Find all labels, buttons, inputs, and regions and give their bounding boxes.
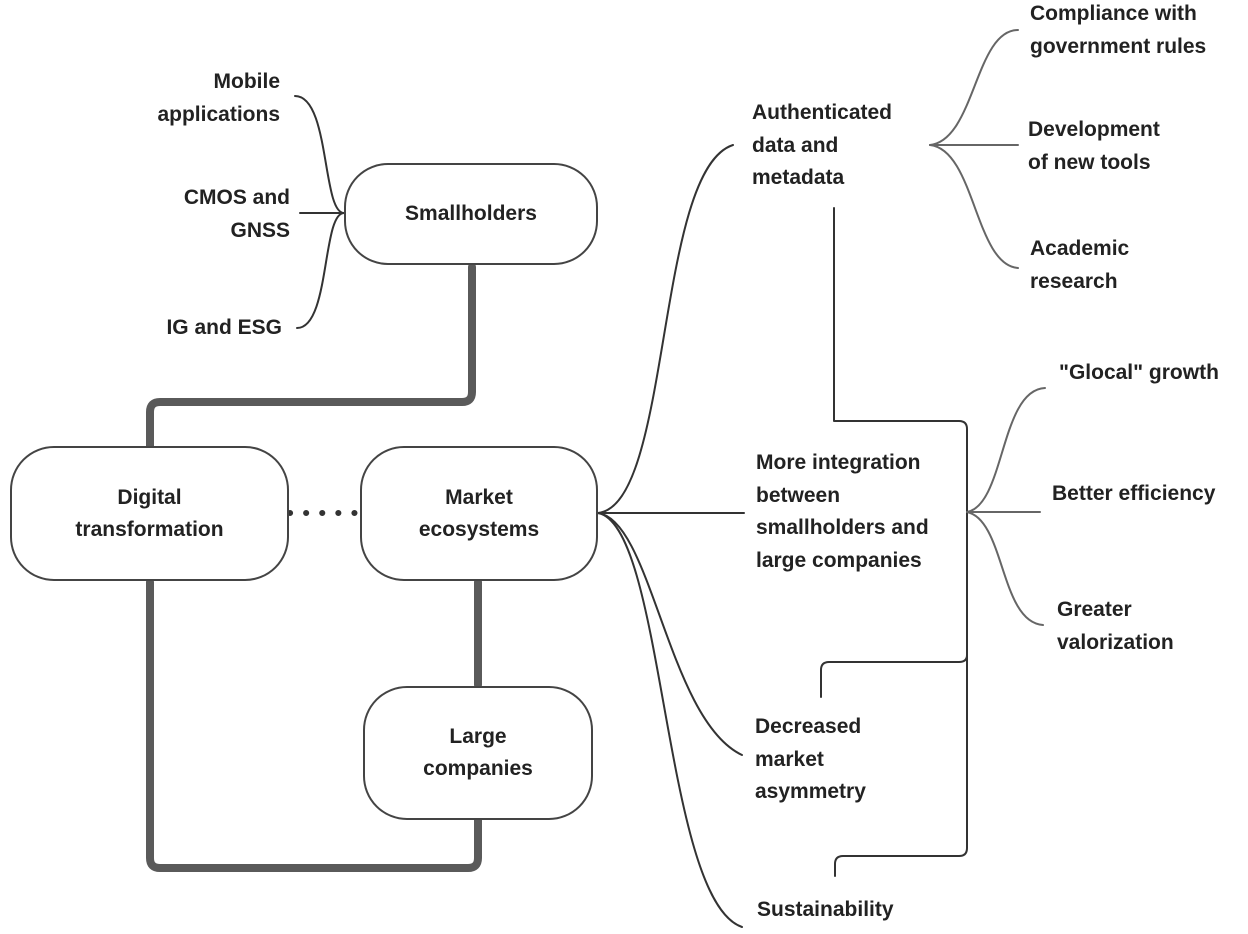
node-smallholders: Smallholders [344,163,598,265]
label-mobile-applications: Mobile applications [157,70,280,126]
connector-sustainability [597,512,743,928]
connector-digital-large [146,578,482,872]
label-glocal-growth: "Glocal" growth [1059,361,1219,384]
label-better-efficiency: Better efficiency [1052,482,1216,505]
connector-mobile-apps [294,95,345,214]
bracket-asymmetry-link [820,654,968,698]
connector-smallholders-digital [146,263,476,450]
bracket-benefits [833,207,968,877]
label-decreased-asymmetry: Decreased market asymmetry [755,715,866,803]
connector-compliance [929,29,1019,146]
label-sustainability: Sustainability [757,898,894,921]
label-compliance: Compliance with government rules [1030,2,1207,58]
label-integration: More integration between smallholders an… [756,451,929,572]
label-development: Development of new tools [1028,118,1160,174]
label-cmos-gnss: CMOS and GNSS [183,186,290,242]
label-authenticated-data: Authenticated data and metadata [752,101,893,189]
label-greater-valorization: Greater valorization [1057,598,1174,654]
connector-glocal [966,387,1046,513]
node-digital-transformation: Digital transformation [10,446,289,581]
node-large-companies: Large companies [363,686,593,820]
connector-authenticated-data [597,144,734,514]
label-academic-research: Academic research [1030,237,1130,293]
node-market-ecosystems: Market ecosystems [360,446,598,581]
connector-ig-esg [296,212,345,329]
connector-academic [929,144,1019,269]
connector-valorization [966,511,1044,626]
connector-asymmetry [597,512,743,756]
label-ig-esg: IG and ESG [166,316,282,339]
